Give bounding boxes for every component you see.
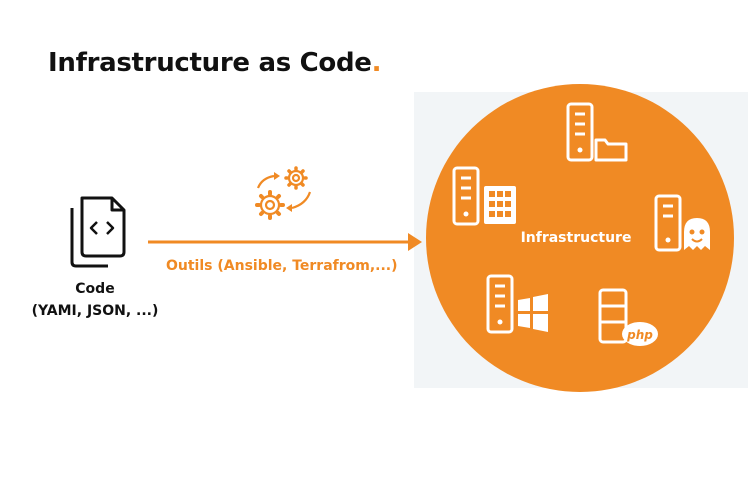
code-label: Code (YAMI, JSON, ...) — [20, 278, 170, 322]
infrastructure-circle — [426, 84, 734, 392]
page-title: Infrastructure as Code. — [48, 48, 381, 78]
code-label-line1: Code — [75, 281, 115, 297]
title-text: Infrastructure as Code — [48, 48, 372, 78]
tools-label: Outils (Ansible, Terrafrom,...) — [166, 258, 398, 274]
title-dot: . — [371, 48, 382, 78]
server-database-icon — [452, 166, 516, 226]
server-folder-icon — [566, 102, 628, 162]
server-php-icon: php — [598, 288, 658, 346]
code-label-line2: (YAMI, JSON, ...) — [31, 303, 159, 319]
flow-arrow — [148, 233, 422, 251]
infrastructure-label: Infrastructure — [520, 230, 632, 246]
php-text: php — [626, 328, 653, 342]
server-ghost-icon — [654, 194, 710, 252]
server-windows-icon — [486, 274, 548, 334]
code-file-icon — [70, 196, 126, 268]
gears-icon — [255, 166, 312, 220]
